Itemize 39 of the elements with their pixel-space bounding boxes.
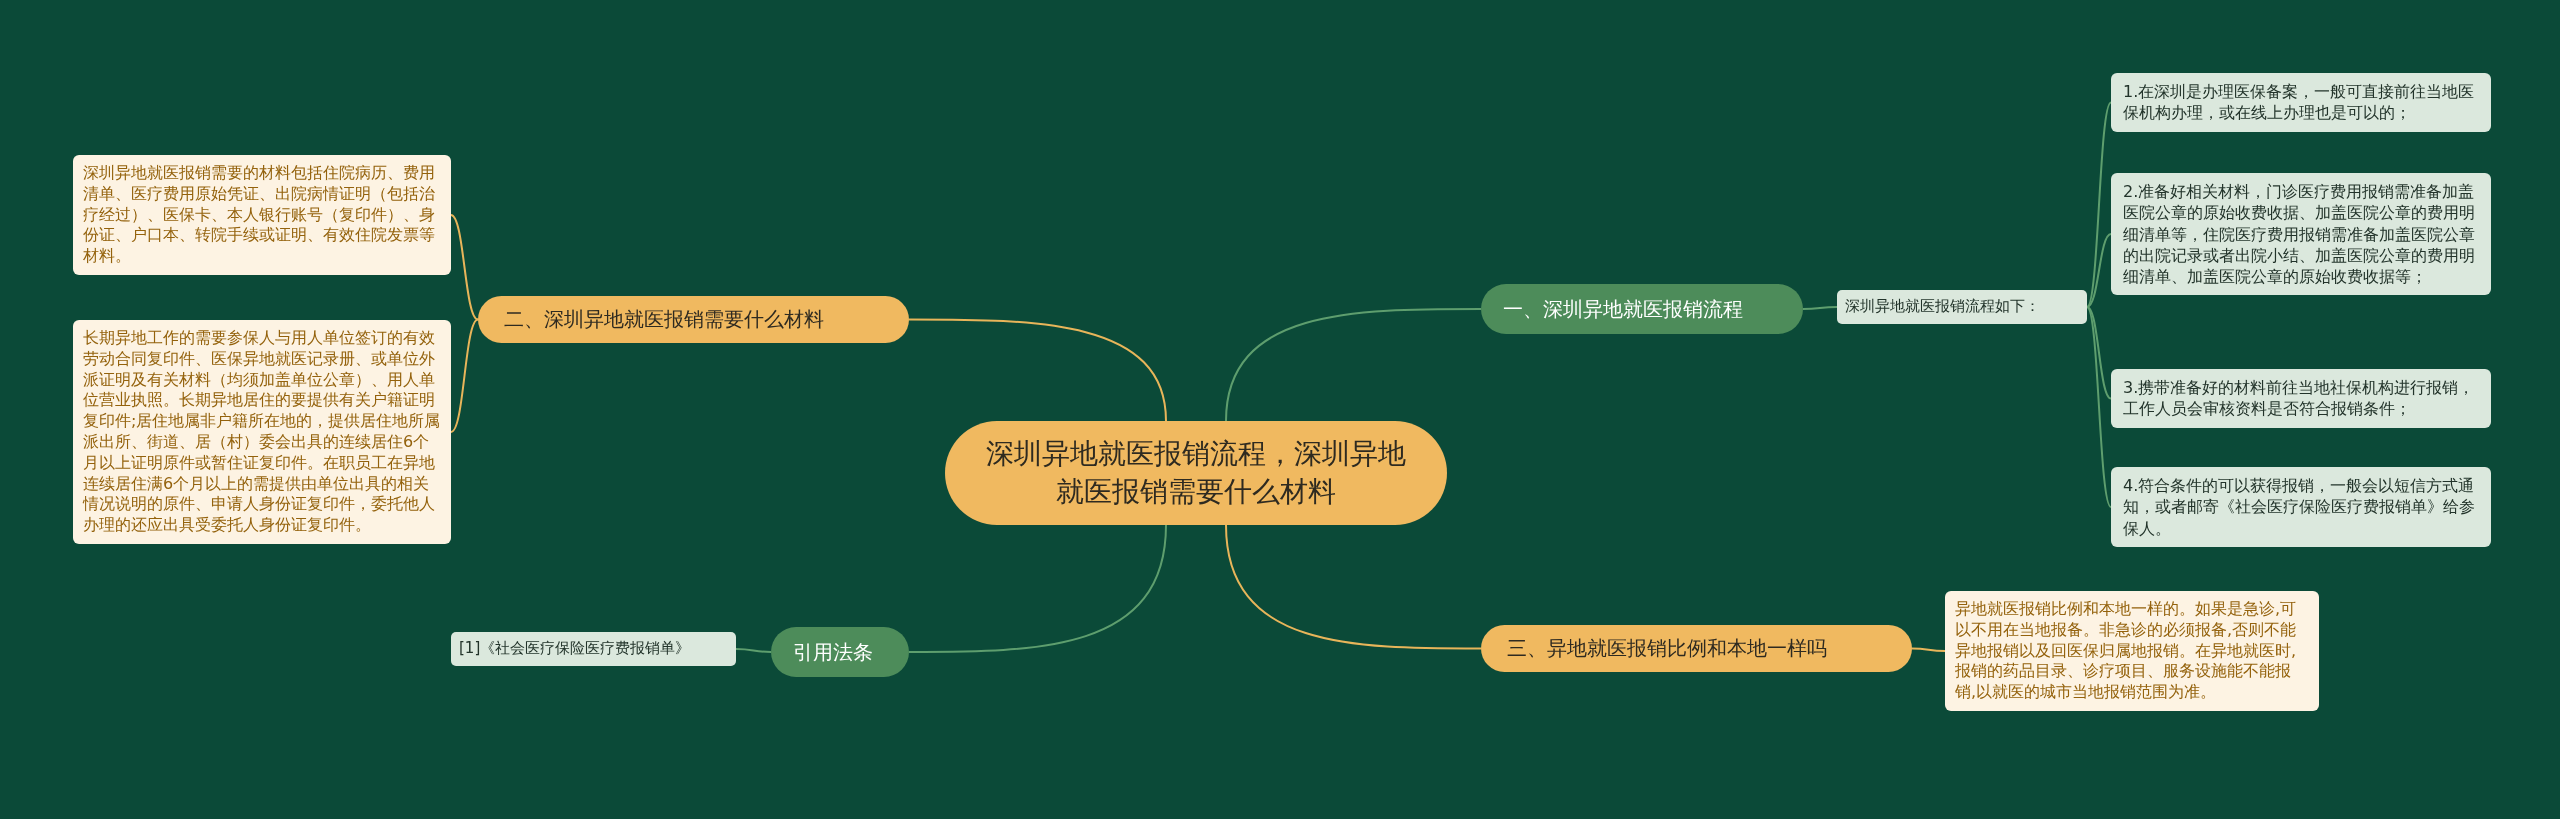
topic-text: [1]《社会医疗保险医疗费报销单》 [459, 639, 692, 659]
connector-line [1911, 647, 1946, 652]
topic-text: 一、深圳异地就医报销流程 [1503, 296, 1744, 322]
connector-line [1225, 308, 1482, 422]
text-card [73, 155, 451, 275]
text-card [1837, 290, 2087, 324]
topic-text: 异地就医报销比例和本地一样的。如果是急诊,可以不用在当地报备。非急诊的必须报备,否则不能异地报销以及回医保归属地报销。在异地就医时,报销的药品目录、诊疗项目、服务设施能不能报销,以就医的城市当地报销范围为准。 [1955, 599, 2298, 703]
branch-topic [771, 627, 909, 677]
connector-line [2086, 233, 2112, 308]
connector-line [2086, 101, 2112, 308]
branch-topic [478, 296, 909, 343]
text-card [2111, 369, 2491, 428]
topic-text: 4.符合条件的可以获得报销，一般会以短信方式通知，或者邮寄《社会医疗保险医疗费报销单》给参保人。 [2123, 475, 2476, 539]
topic-text: 1.在深圳是办理医保备案，一般可直接前往当地医保机构办理，或在线上办理也是可以的； [2123, 81, 2476, 124]
text-card [2111, 73, 2491, 132]
topic-text: 三、异地就医报销比例和本地一样吗 [1507, 635, 1828, 662]
topic-text: 二、深圳异地就医报销需要什么材料 [504, 306, 825, 333]
connector-line [2086, 306, 2112, 400]
topic-text: 2.准备好相关材料，门诊医疗费用报销需准备加盖医院公章的原始收费收据、加盖医院公章的费用明细清单等，住院医疗费用报销需准备加盖医院公章的出院记录或者出院小结、加盖医院公章的费用明细清单、加盖医院公章的原始收费收据等； [2123, 181, 2476, 288]
topic-text: 深圳异地就医报销流程如下： [1845, 297, 2041, 317]
connector-line [1225, 524, 1482, 650]
topic-text: 长期异地工作的需要参保人与用人单位签订的有效劳动合同复印件、医保异地就医记录册、或单位外派证明及有关材料（均须加盖单位公章）、用人单位营业执照。长期异地居住的要提供有关户籍证明复印件;居住地属非户籍所在地的，提供居住地所属派出所、街道、居（村）委会出具的连续居住6个月以上证明原件或暂住证复印件。在职员工在异地连续居住满6个月以上的需提供由单位出具的相关情况说明的原件、申请人身份证复印件，委托他人办理的还应出具受委托人身份证复印件。 [83, 328, 441, 536]
connector-line [908, 524, 1167, 653]
connector-line [450, 214, 479, 321]
text-card [451, 632, 736, 666]
connector-line [735, 648, 772, 653]
text-card [2111, 467, 2491, 547]
connector-line [1802, 306, 1838, 310]
connector-line [2086, 306, 2112, 508]
topic-text: 深圳异地就医报销需要的材料包括住院病历、费用清单、医疗费用原始凭证、出院病情证明（包括治疗经过）、医保卡、本人银行账号（复印件）、身份证、户口本、转院手续或证明、有效住院发票等材料。 [83, 163, 436, 267]
topic-text: 3.携带准备好的材料前往当地社保机构进行报销，工作人员会审核资料是否符合报销条件； [2123, 377, 2476, 420]
branch-topic [1481, 625, 1912, 672]
topic-text: 引用法条 [793, 639, 874, 665]
connector-line [450, 318, 479, 433]
topic-text: 深圳异地就医报销流程，深圳异地就医报销需要什么材料 [985, 436, 1407, 510]
connector-line [908, 318, 1167, 422]
text-card [1945, 591, 2319, 711]
text-card [2111, 173, 2491, 296]
branch-topic [1481, 284, 1803, 334]
